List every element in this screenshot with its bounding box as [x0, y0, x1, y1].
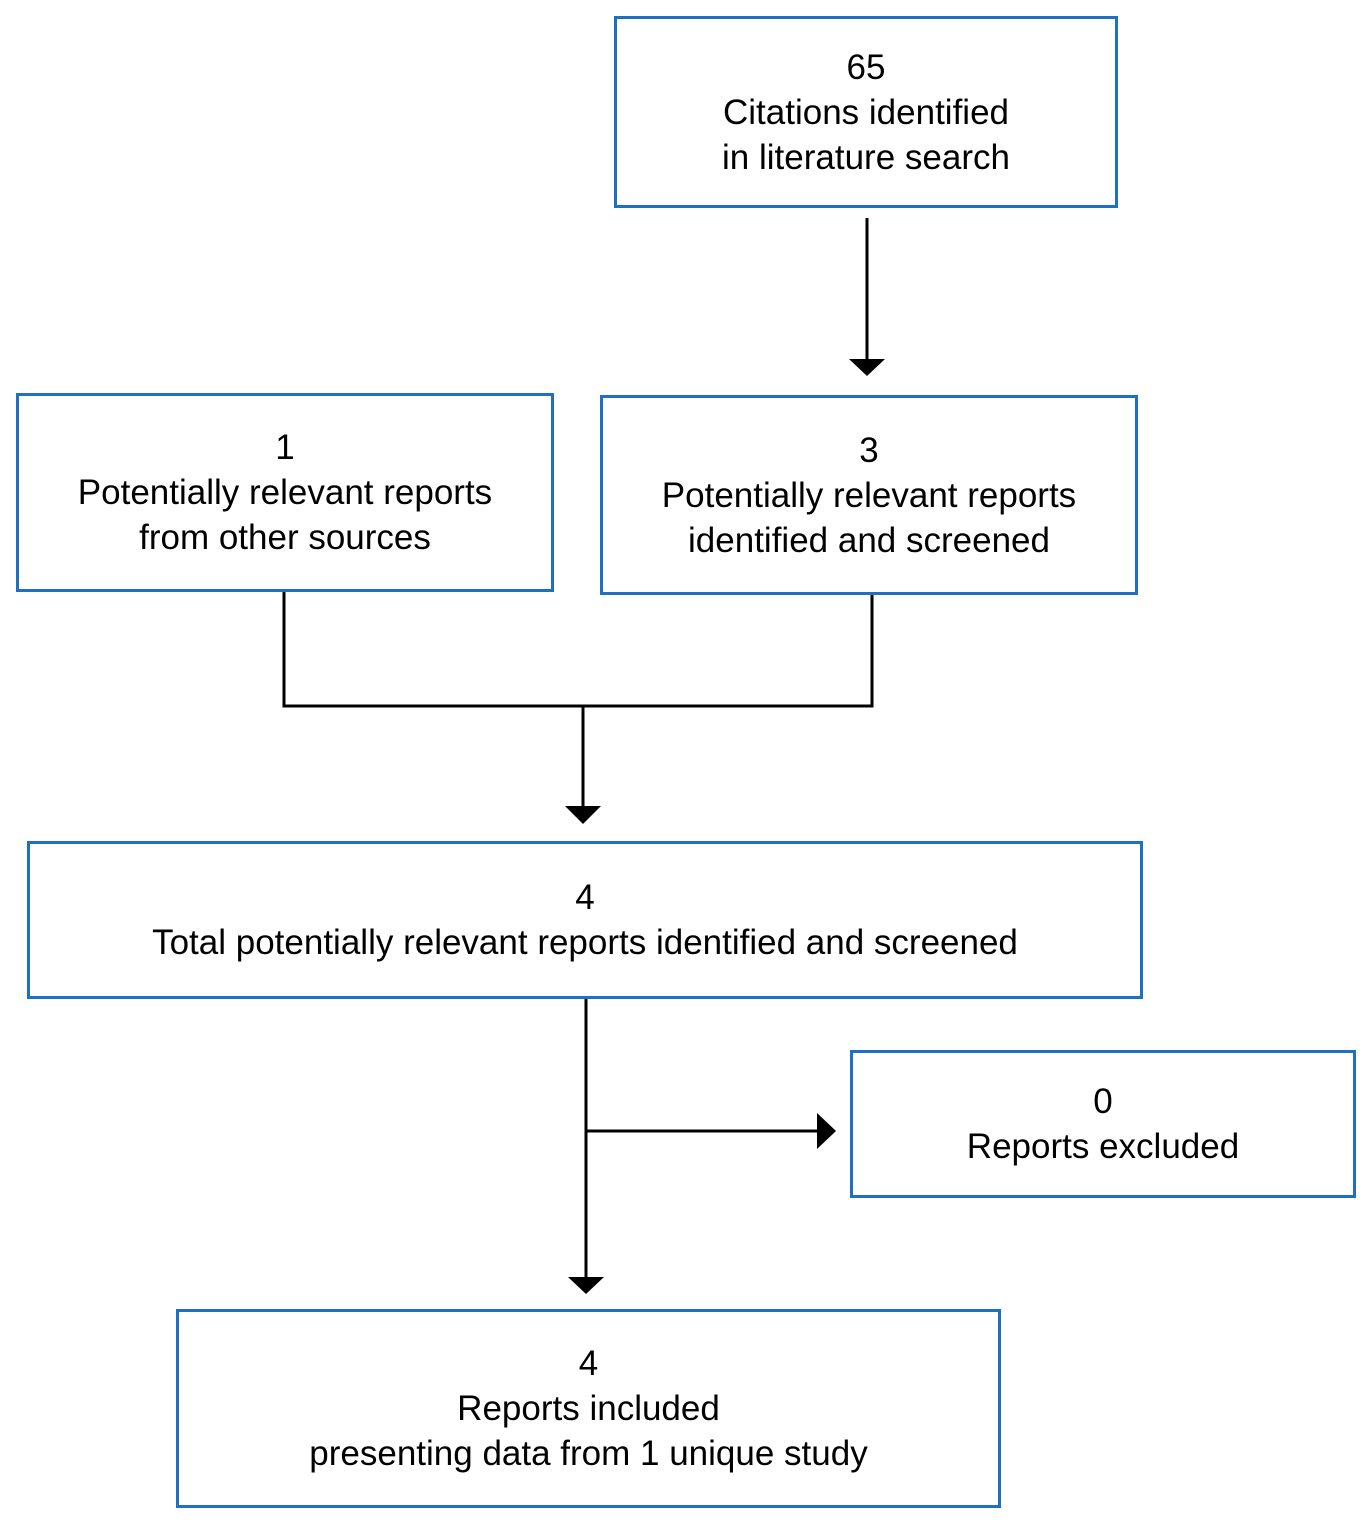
- label-line: Citations identified: [723, 92, 1009, 132]
- box-identified-screened: 3 Potentially relevant reports identifie…: [600, 395, 1138, 595]
- label-line: Reports excluded: [966, 1127, 1240, 1166]
- label-line: identified and screened: [688, 520, 1050, 560]
- count: 3: [859, 430, 879, 470]
- box-other-sources: 1 Potentially relevant reports from othe…: [16, 393, 554, 592]
- arrowhead-down-icon: [849, 359, 885, 376]
- box-reports-excluded: 0 Reports excluded: [850, 1050, 1356, 1198]
- count: 4: [575, 878, 595, 917]
- count: 65: [846, 47, 886, 87]
- box-citations-identified: 65 Citations identified in literature se…: [614, 16, 1118, 208]
- connector-merge: [282, 592, 874, 708]
- box-total-screened: 4 Total potentially relevant reports ide…: [27, 841, 1143, 999]
- label-line: presenting data from 1 unique study: [309, 1434, 868, 1473]
- label-line: Potentially relevant reports: [77, 473, 493, 512]
- count: 1: [275, 428, 295, 467]
- label-line: Reports included: [457, 1389, 720, 1428]
- arrowhead-right-icon: [817, 1113, 836, 1149]
- arrowhead-down-icon: [568, 1277, 604, 1294]
- label-line: Potentially relevant reports: [661, 475, 1077, 515]
- count: 4: [578, 1344, 599, 1383]
- label-line: from other sources: [139, 518, 431, 557]
- box-reports-included: 4 Reports included presenting data from …: [176, 1309, 1001, 1508]
- arrowhead-down-icon: [565, 806, 601, 824]
- label-line: Total potentially relevant reports ident…: [152, 923, 1018, 962]
- label-line: in literature search: [722, 137, 1010, 177]
- count: 0: [1093, 1082, 1113, 1121]
